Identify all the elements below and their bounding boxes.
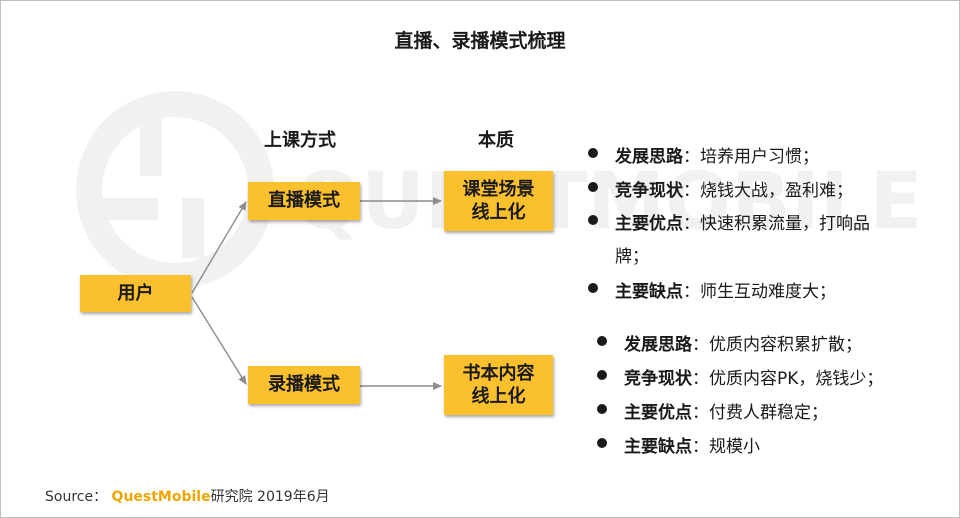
bullet-sep: ： xyxy=(683,214,700,234)
bullet-continuation: 牌； xyxy=(615,247,649,267)
column-header-method: 上课方式 xyxy=(264,130,336,151)
bullet-key: 主要优点 xyxy=(624,403,692,423)
page-title: 直播、录播模式梳理 xyxy=(394,30,566,52)
source-rest: 研究院 2019年6月 xyxy=(210,489,330,505)
list-item: 发展思路：优质内容积累扩散； xyxy=(624,330,862,355)
source-note: Source： QuestMobile研究院 2019年6月 xyxy=(45,486,330,506)
list-item: 竞争现状：优质内容PK，烧钱少； xyxy=(624,364,883,389)
bullet-dot xyxy=(597,336,607,346)
bullet-key: 主要缺点 xyxy=(624,437,692,457)
user-box: 用户 xyxy=(80,275,191,312)
recorded-essence-line1: 书本内容 xyxy=(462,362,535,384)
live-essence-box: 课堂场景 线上化 xyxy=(444,171,553,231)
bullet-text: 烧钱大战，盈利难； xyxy=(700,181,853,201)
source-brand: QuestMobile xyxy=(111,489,211,505)
bullet-text: 师生互动难度大； xyxy=(700,282,836,302)
bullet-text: 优质内容积累扩散； xyxy=(709,335,862,355)
bullet-key: 竞争现状 xyxy=(615,181,683,201)
bullet-sep: ： xyxy=(683,147,700,167)
bullet-dot xyxy=(588,283,598,293)
bullet-sep: ： xyxy=(683,181,700,201)
recorded-mode-box: 录播模式 xyxy=(248,366,360,404)
bullet-dot xyxy=(597,438,607,448)
bullet-sep: ： xyxy=(692,437,709,457)
bullet-dot xyxy=(597,370,607,380)
recorded-essence-box: 书本内容 线上化 xyxy=(444,355,553,415)
list-item: 主要优点：快速积累流量，打响品 xyxy=(615,209,870,234)
bullet-text: 付费人群稳定； xyxy=(709,403,828,423)
list-item: 主要缺点：规模小 xyxy=(624,432,760,457)
live-mode-box: 直播模式 xyxy=(248,182,360,220)
bullet-dot xyxy=(588,215,598,225)
bullet-dot xyxy=(588,148,598,158)
column-header-essence: 本质 xyxy=(478,130,514,151)
list-item: 竞争现状：烧钱大战，盈利难； xyxy=(615,176,853,201)
live-essence-line2: 线上化 xyxy=(471,202,526,223)
bullet-key: 主要缺点 xyxy=(615,282,683,302)
list-item: 主要缺点：师生互动难度大； xyxy=(615,277,836,302)
bullet-sep: ： xyxy=(692,403,709,423)
source-label: Source： xyxy=(45,489,108,505)
bullet-key: 发展思路 xyxy=(615,147,683,167)
list-item: 主要优点：付费人群稳定； xyxy=(624,398,828,423)
list-item: 发展思路：培养用户习惯； xyxy=(615,142,819,167)
bullet-dot xyxy=(588,182,598,192)
bullet-key: 发展思路 xyxy=(624,335,692,355)
recorded-essence-line2: 线上化 xyxy=(471,386,526,407)
bullet-sep: ： xyxy=(683,282,700,302)
bullet-key: 主要优点 xyxy=(615,214,683,234)
bullet-text: 培养用户习惯； xyxy=(700,147,819,167)
arrow-user-to-live xyxy=(191,201,247,294)
bullet-sep: ： xyxy=(692,369,709,389)
arrow-user-to-recorded xyxy=(191,296,247,385)
bullet-key: 竞争现状 xyxy=(624,369,692,389)
bullet-sep: ： xyxy=(692,335,709,355)
bullet-text: 优质内容PK，烧钱少； xyxy=(709,369,884,389)
bullet-dot xyxy=(597,404,607,414)
live-essence-line1: 课堂场景 xyxy=(462,178,535,200)
bullet-text: 规模小 xyxy=(709,437,760,457)
bullet-text: 快速积累流量，打响品 xyxy=(700,214,870,234)
